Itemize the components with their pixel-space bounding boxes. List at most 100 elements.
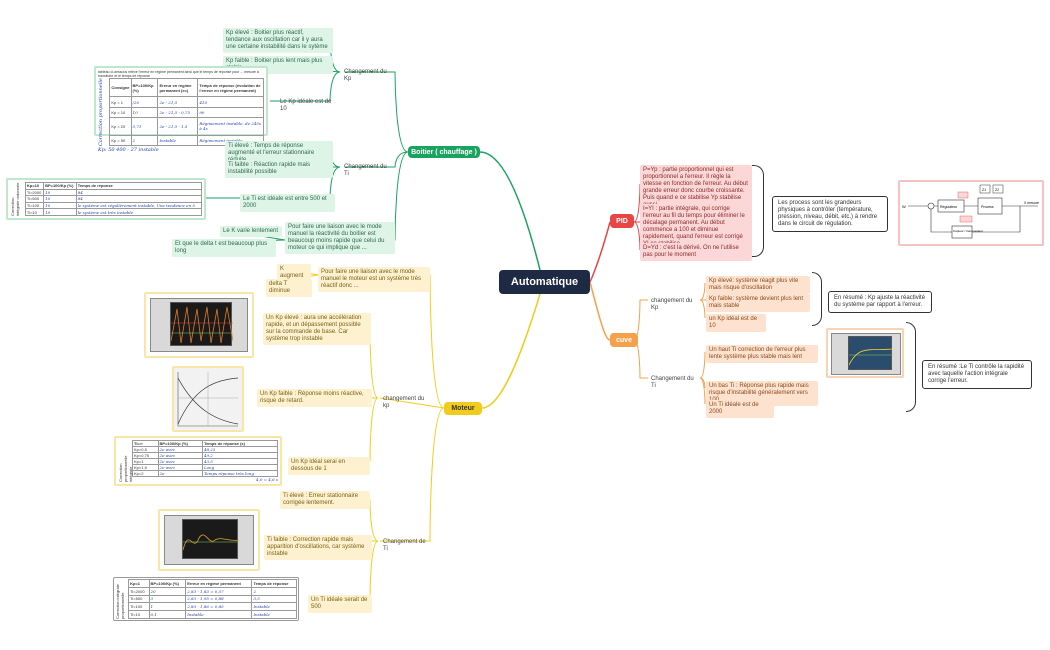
boitier-kp-group[interactable]: Changement du Kp <box>344 69 387 82</box>
diagram-label: Z2 <box>995 188 999 192</box>
cuve-ti-screenshot <box>826 328 904 378</box>
table-row: Ti=2000 10 84 <box>24 188 203 197</box>
table-row: Kp = 20 5,71 2e - 21,5 - 1,5 Régimement … <box>109 116 264 137</box>
table-cell: Ti=10 <box>24 208 45 216</box>
table-row: Kp=2 2e Temps réponse très long <box>132 470 279 477</box>
branch-moteur[interactable]: Moteur <box>444 402 482 415</box>
table-cell: 10 <box>43 188 77 197</box>
table-row: Ti=500 3 2,83 - 1,95 = 0,88 3,5 <box>128 594 297 604</box>
cuve-ti-haut[interactable]: Un haut Ti correction de l'erreur plus l… <box>706 345 818 363</box>
kp-header: Consigne <box>109 77 132 98</box>
table-cell: 5,71 <box>130 116 159 137</box>
boitier-liaison[interactable]: Pour faire une liaison avec le mode manu… <box>285 222 395 254</box>
moteur-kp-faible[interactable]: Un Kp faible : Réponse moins réactive, r… <box>257 389 372 407</box>
table-cell: Kp = 50 <box>109 135 132 147</box>
pid-bracket <box>752 165 764 257</box>
boitier-kp-eleve[interactable]: Kp élevé : Boitier plus réactif, tendanc… <box>223 28 333 53</box>
moteur-ti-group[interactable]: Changement de Ti <box>383 539 426 552</box>
kp-header: Temps de réponse (évolution de l'erreur … <box>197 77 264 98</box>
table-cell: 1 <box>148 602 187 612</box>
table-cell: Ti=500 <box>24 195 45 203</box>
moteur-liaison[interactable]: Pour faire une liaison avec le mode manu… <box>318 267 430 292</box>
pid-integrale[interactable]: I=YI : partie intégrale, qui corrige l'e… <box>640 204 752 250</box>
table-cell: Ti=2000 <box>24 188 45 197</box>
diagram-label: Capteur / transmetteur <box>953 229 983 233</box>
cuve-kp-eleve[interactable]: Kp élevé: système réagit plus vite mais … <box>706 276 810 294</box>
table-cell: 410 <box>197 96 264 108</box>
moteur-ti-ideal[interactable]: Un Ti idéale serait de 500 <box>308 595 372 613</box>
table-cell: Kp = 1 <box>109 96 132 108</box>
moteur-kp-ideal[interactable]: Un Kp idéal serai en dessous de 1 <box>288 457 370 475</box>
root-node[interactable]: Automatique <box>499 270 590 294</box>
table-cell: 2,83 - 1,86 = 0,85 <box>185 602 253 612</box>
branch-cuve[interactable]: cuve <box>610 333 638 347</box>
boitier-ti-group[interactable]: Changement du Ti <box>344 164 387 177</box>
table-cell: 2 <box>251 586 297 596</box>
table-cell: 2e - 21,5 <box>157 96 199 108</box>
moteur-ti-table-side: Correction intégrale proportionnelle <box>115 584 125 619</box>
table-cell: le système est très instable <box>75 208 203 216</box>
table-cell: 0,1 <box>148 610 187 619</box>
moteur-ti-faible-screenshot <box>158 509 260 571</box>
branch-boitier[interactable]: Boitier ( chauffage ) <box>408 146 480 158</box>
table-cell: 2,83 - 1,83 = 0,57 <box>185 586 253 596</box>
boitier-k-lent[interactable]: Le K varie lentement <box>220 226 282 237</box>
cuve-kp-ideal[interactable]: un Kp idéal est de 10 <box>706 314 766 332</box>
kp-header: BP=100/Kp (%) <box>130 77 159 98</box>
cuve-ti-summary[interactable]: En résumé :Le Ti contrôle la rapidité av… <box>922 360 1032 389</box>
cuve-kp-summary[interactable]: En résumé : Kp ajuste la réactivité du s… <box>828 291 932 313</box>
moteur-k-augmente[interactable]: K augment <box>277 264 311 282</box>
pid-summary[interactable]: Les process sont les grandeurs physiques… <box>772 196 888 232</box>
moteur-ti-faible[interactable]: Ti faible : Correction rapide mais appar… <box>264 535 372 560</box>
moteur-kp-group[interactable]: changement du kp <box>383 396 425 409</box>
table-cell: 2e - 21,5 - 0,75 <box>157 106 199 118</box>
diagram-label: W <box>902 204 906 209</box>
cuve-kp-faible[interactable]: Kp faible: système devient plus lent mai… <box>706 294 810 312</box>
table-cell: 2e <box>157 470 203 477</box>
pid-proportionnel[interactable]: P=Yp : partie proportionnel qui est prop… <box>640 165 752 211</box>
ti-header: Temps de réponse <box>251 579 297 588</box>
pid-derivee[interactable]: D=Yd : c'est la dérivé. On ne l'utilise … <box>640 243 752 261</box>
boitier-ti-ideal[interactable]: Le Ti est idéale est entre 500 et 2000 <box>240 194 335 212</box>
boitier-kp-table-image: tableau ci-dessous relève l'erreur en ré… <box>94 66 268 153</box>
table-cell: Instable <box>157 135 199 147</box>
moteur-delta-diminue[interactable]: delta T diminue <box>266 279 312 297</box>
table-cell: Instable <box>251 610 297 619</box>
response-curves <box>174 368 242 430</box>
cuve-ti-group[interactable]: Changement du Ti <box>651 376 694 389</box>
tank-plot <box>848 336 894 370</box>
moteur-kp-eleve[interactable]: Un Kp élevé : aura une accélération rapi… <box>263 313 371 345</box>
table-cell: Temps réponse très long <box>201 470 279 477</box>
regulation-loop: W Régulateur Process Capteur / transmett… <box>902 184 1039 239</box>
table-cell: 10 <box>130 106 159 118</box>
boitier-delta-long[interactable]: Et que le delta t est beaucoup plus long <box>172 239 276 257</box>
boitier-ti-table-image: Correction intégrale ordonnée Kp=10 BP=1… <box>6 178 206 220</box>
boitier-ti-faible[interactable]: Ti faible : Réaction rapide mais instabi… <box>225 160 333 178</box>
table-cell: Ti=100 <box>24 201 45 210</box>
moteur-kp-eleve-screenshot <box>144 292 254 358</box>
diagram-label: Z1 <box>982 188 986 192</box>
table-cell: Instable <box>185 610 253 619</box>
boitier-kp-ideal[interactable]: Le Kp idéale est de 10 <box>280 99 332 112</box>
diagram-label: Régulateur <box>940 205 958 209</box>
branch-pid[interactable]: PID <box>610 214 634 228</box>
cuve-ti-ideal[interactable]: Un Ti idéale est de 2000 <box>706 400 774 418</box>
table-cell: 10 <box>43 208 77 216</box>
cuve-ti-bracket <box>906 322 916 412</box>
boitier-kp-table: Consigne BP=100/Kp (%) Erreur en régime … <box>109 77 264 147</box>
ti-header: BP=100/Kp (%) <box>148 579 187 588</box>
table-cell: /20 <box>130 96 159 108</box>
ti-table-side: Correction intégrale ordonnée <box>10 182 20 216</box>
table-cell: 3 <box>148 594 187 604</box>
table-cell: Ti=100 <box>128 602 150 612</box>
table-cell: 84 <box>75 188 203 197</box>
table-row: Kp = 10 10 2e - 21,5 - 0,75 90 <box>109 106 264 118</box>
moteur-ti-eleve[interactable]: Ti élevé : Erreur stationnaire corrigée … <box>280 491 370 509</box>
table-row: Ti=100 10 le système est régulièrement i… <box>24 201 203 210</box>
pid-block-diagram: W Régulateur Process Capteur / transmett… <box>898 180 1044 246</box>
cuve-kp-group[interactable]: changement du Kp <box>651 298 693 311</box>
table-cell: Ti=500 <box>128 594 150 604</box>
moteur-kp-table-image: Correction proportionnelle intégrale Ti=… <box>114 436 282 486</box>
moteur-kp-table-side: Correction proportionnelle intégrale <box>118 455 133 482</box>
table-cell: 2,83 - 1,95 = 0,88 <box>185 594 253 604</box>
